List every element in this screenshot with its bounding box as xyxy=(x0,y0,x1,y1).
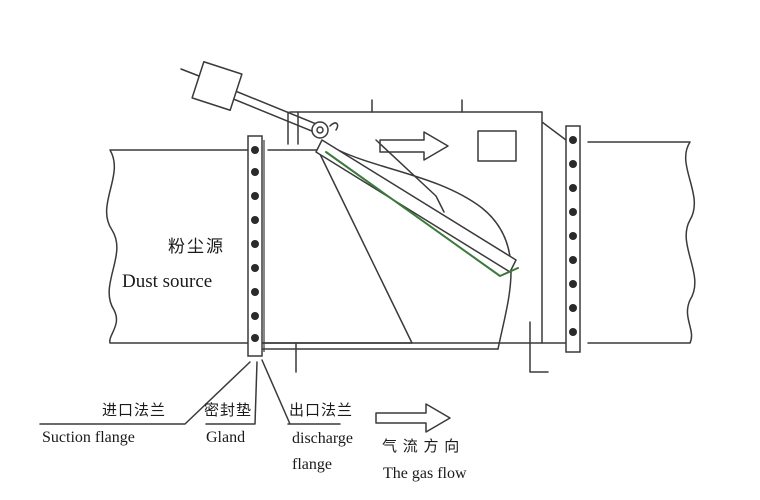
hinge-pin xyxy=(316,126,324,134)
bolt-icon xyxy=(569,208,577,216)
bolt-icon xyxy=(569,256,577,264)
bolt-icon xyxy=(251,334,259,342)
bolt-icon xyxy=(251,312,259,320)
bolt-icon xyxy=(251,264,259,272)
outlet-duct xyxy=(587,141,696,344)
bolt-icon xyxy=(251,216,259,224)
bolt-icon xyxy=(251,240,259,248)
gland-label-en: Gland xyxy=(206,429,246,446)
suction-flange-label-en: Suction flange xyxy=(42,429,135,446)
legend-arrow-icon xyxy=(375,403,451,433)
bolt-icon xyxy=(569,280,577,288)
gas-flow-label-cn: 气 流 方 向 xyxy=(382,439,461,455)
flap-sealing-edge xyxy=(325,151,519,277)
lever-arm xyxy=(225,87,327,137)
valve-body-bottom xyxy=(261,342,543,350)
bolt-icon xyxy=(569,328,577,336)
gland-label-cn: 密封垫 xyxy=(204,403,253,419)
hinge-clip xyxy=(329,122,339,131)
bolt-icon xyxy=(251,168,259,176)
bolt-icon xyxy=(251,192,259,200)
counterweight-block xyxy=(191,60,243,112)
bolt-icon xyxy=(569,160,577,168)
suction-flange-bolts xyxy=(251,146,259,342)
flow-arrow-icon xyxy=(379,131,449,161)
discharge-flange-label-en-2: flange xyxy=(292,456,332,473)
lever-end xyxy=(180,68,200,77)
bolt-icon xyxy=(251,288,259,296)
bolt-icon xyxy=(569,184,577,192)
flap-stiffener xyxy=(375,139,445,213)
discharge-flange-label-en-1: discharge xyxy=(292,430,354,447)
bolt-icon xyxy=(569,136,577,144)
inlet-duct xyxy=(105,149,249,344)
bolt-icon xyxy=(569,304,577,312)
bolt-icon xyxy=(251,146,259,154)
dust-source-label-en: Dust source xyxy=(122,271,213,292)
inspection-window xyxy=(477,130,517,162)
valve-body-right xyxy=(541,111,567,344)
suction-flange-label-cn: 进口法兰 xyxy=(102,403,167,419)
leader-discharge xyxy=(261,359,341,425)
dust-source-label-cn: 粉尘源 xyxy=(168,237,225,256)
hinge-pivot xyxy=(311,121,329,139)
internal-chute xyxy=(261,149,512,350)
bottom-stud-right xyxy=(529,321,549,373)
discharge-flange-label-cn: 出口法兰 xyxy=(289,403,354,419)
outlet-flange-bolts xyxy=(569,136,577,336)
leader-gland xyxy=(205,361,258,425)
leader-suction xyxy=(39,361,251,425)
gas-flow-label-en: The gas flow xyxy=(383,465,467,482)
bolt-icon xyxy=(569,232,577,240)
